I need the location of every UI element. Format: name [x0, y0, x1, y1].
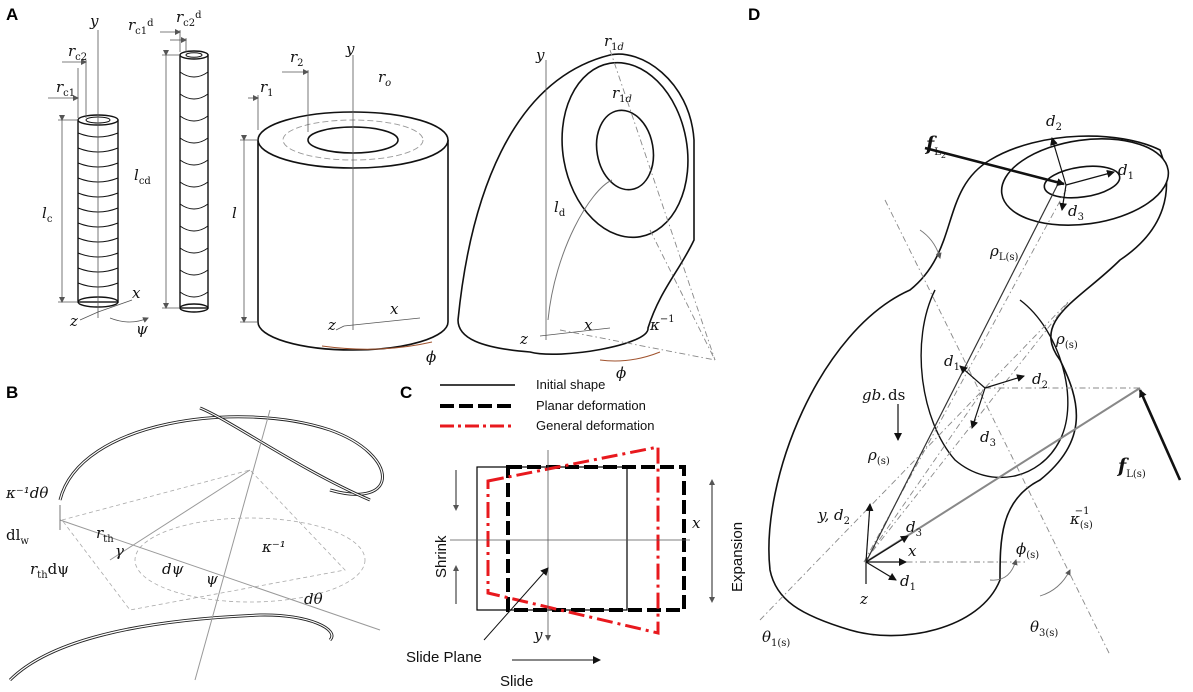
- label-rth-dpsi: rthdψ: [30, 560, 69, 581]
- legend-planar-label: Planar deformation: [536, 398, 646, 413]
- label-y-d2: y, d2: [817, 506, 850, 527]
- label-theta1: θ1(s): [762, 628, 790, 649]
- label-d1-mid: d1: [944, 352, 960, 373]
- label-z-coil: z: [69, 312, 78, 330]
- legend-initial-label: Initial shape: [536, 377, 605, 392]
- label-x-bent: x: [584, 316, 593, 334]
- label-fL2: fL2: [924, 133, 946, 160]
- label-r1: r1: [260, 78, 274, 99]
- panel-label-a: A: [6, 5, 18, 24]
- label-x-c: x: [692, 514, 701, 532]
- label-kappa: κ−1: [649, 314, 675, 334]
- label-rc2d: rc2d: [176, 8, 202, 29]
- label-ro: ro: [378, 68, 391, 89]
- label-x-coil: x: [132, 284, 141, 302]
- label-d2-top: d2: [1046, 112, 1062, 133]
- label-d2-mid: d2: [1032, 370, 1048, 391]
- label-slide: Slide: [500, 673, 533, 690]
- label-l-cyl: l: [232, 204, 237, 222]
- label-d1-top: d1: [1118, 161, 1134, 182]
- label-y-coil: y: [89, 12, 99, 30]
- panel-a: rc2 rc1 lc y x z ψ r: [42, 8, 716, 382]
- label-expansion: Expansion: [729, 522, 746, 592]
- panel-d: fL2 d2 d1 d3 ρL(s) ρ(s) d1 d2 d3 gb.ds ρ…: [759, 112, 1182, 656]
- label-d3-bottom: d3: [906, 518, 922, 539]
- panel-label-b: B: [6, 383, 18, 402]
- panel-label-c: C: [400, 383, 412, 402]
- label-shrink: Shrink: [433, 535, 450, 578]
- label-y-bent: y: [535, 46, 545, 64]
- bent-cylinder: [457, 53, 695, 355]
- label-dlw: dlw: [6, 526, 29, 547]
- label-k-dtheta: κ⁻¹dθ: [5, 484, 48, 502]
- label-r1d-top: r1d: [604, 32, 624, 53]
- label-r1d-inner: r1d: [612, 84, 632, 105]
- label-d3-top: d3: [1068, 202, 1084, 223]
- coil-deformed: [179, 50, 209, 313]
- label-theta3: θ3(s): [1030, 618, 1058, 639]
- label-z-d: z: [859, 590, 868, 608]
- label-rc1d: rc1d: [128, 16, 154, 37]
- label-fLs: fL(s): [1116, 455, 1146, 480]
- label-ld: ld: [554, 198, 566, 219]
- label-d3-mid: d3: [980, 428, 996, 449]
- label-gamma: γ: [115, 542, 124, 560]
- helix-wire: [8, 406, 384, 682]
- label-phi-s: ϕ(s): [1016, 540, 1039, 561]
- label-dtheta: dθ: [304, 590, 323, 608]
- general-deformation: [486, 445, 660, 635]
- label-kinv-s: κ(s)−1: [1069, 506, 1093, 531]
- label-slide-plane: Slide Plane: [406, 649, 482, 666]
- label-psi-coil: ψ: [136, 320, 148, 338]
- label-psi-b: ψ: [206, 570, 218, 588]
- panel-label-d: D: [748, 5, 760, 24]
- panel-c: Initial shape Planar deformation General…: [406, 377, 746, 690]
- label-x-d: x: [908, 542, 917, 560]
- label-rhoL: ρL(s): [989, 242, 1019, 263]
- label-lcd: lcd: [134, 166, 151, 187]
- label-r2: r2: [290, 48, 304, 69]
- label-dpsi: dψ: [162, 560, 184, 578]
- label-gbds: gb.ds: [862, 386, 905, 404]
- label-rth: rth: [96, 524, 114, 545]
- label-phi-cyl: ϕ: [426, 348, 436, 366]
- label-z-bent: z: [519, 330, 528, 348]
- label-rc1: rc1: [56, 78, 75, 99]
- label-z-cyl: z: [327, 316, 336, 334]
- label-x-cyl: x: [390, 300, 399, 318]
- label-d1-bottom: d1: [900, 572, 916, 593]
- planar-deformation: [506, 465, 686, 612]
- initial-shape: [476, 466, 628, 611]
- label-rho-s-right: ρ(s): [1055, 330, 1078, 351]
- label-rho-s-left: ρ(s): [867, 446, 890, 467]
- label-rc2: rc2: [68, 42, 87, 63]
- label-y-cyl: y: [345, 40, 355, 58]
- label-kinv-b: κ⁻¹: [261, 538, 286, 556]
- label-phi-bent: ϕ: [616, 364, 626, 382]
- label-lc: lc: [42, 204, 53, 225]
- legend-general-label: General deformation: [536, 418, 655, 433]
- label-y-c: y: [533, 626, 543, 644]
- panel-b: κ⁻¹dθ dlw rth rthdψ γ dψ ψ κ⁻¹ dθ: [5, 406, 384, 682]
